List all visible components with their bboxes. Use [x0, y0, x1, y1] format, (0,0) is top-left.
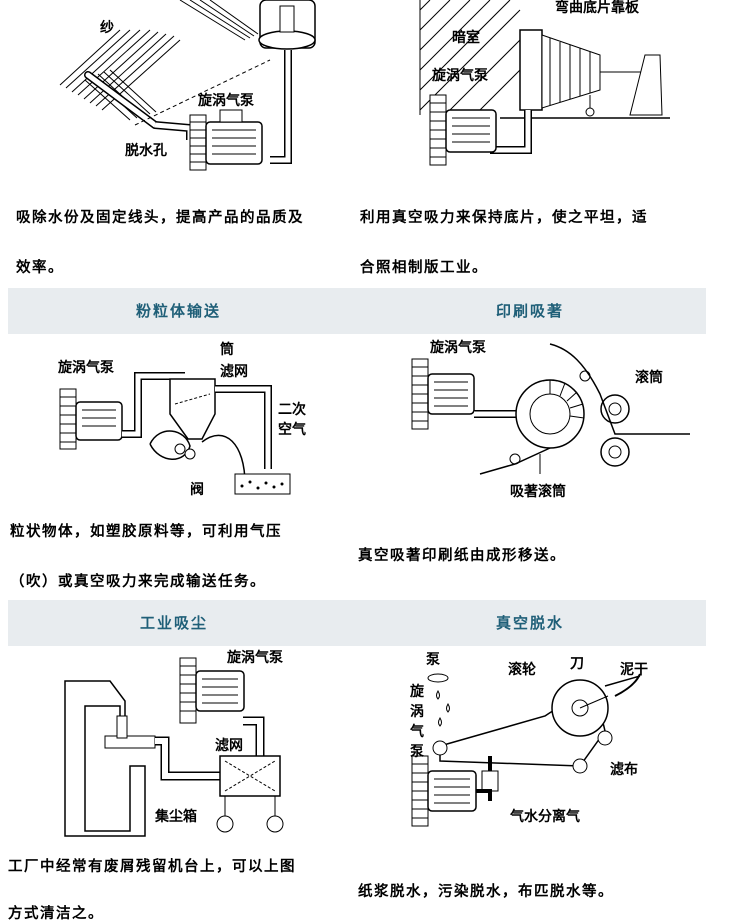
label-roller: 滚筒 — [635, 369, 663, 386]
label-pump-vertical-1: 旋 — [409, 683, 425, 700]
dust-text-line1: 工厂中经常有废屑残留机台上，可以上图 — [8, 859, 296, 875]
label-secondary-air-1: 二次 — [278, 401, 306, 418]
label-tube: 筒 — [220, 341, 234, 358]
print-text-line1: 真空吸著印刷纸由成形移送。 — [358, 548, 566, 564]
vortex-pump-icon — [59, 388, 123, 450]
label-valve: 阀 — [190, 481, 204, 498]
label-pump: 旋涡气泵 — [226, 649, 283, 666]
label-pump: 旋涡气泵 — [197, 92, 254, 109]
label-roller: 滚轮 — [508, 661, 536, 678]
powder-text-line1: 粒状物体，如塑胶原料等，可利用气压 — [10, 524, 282, 540]
label-pump: 旋涡气泵 — [429, 339, 486, 356]
label-pump-vertical-4: 泵 — [410, 744, 424, 760]
label-filter: 滤网 — [220, 363, 248, 380]
label-curved-film-board: 弯曲底片靠板 — [555, 0, 640, 16]
label-pump-vertical-3: 气 — [409, 723, 424, 740]
label-mud: 泥干 — [620, 661, 648, 678]
label-pump-top: 泵 — [426, 652, 440, 668]
section-title-print-suction: 印刷吸著 — [496, 302, 565, 320]
powder-text-line2: （吹）或真空吸力来完成输送任务。 — [10, 574, 266, 590]
diagram-industrial-dust: 旋涡气泵 滤网 集尘箱 — [64, 649, 284, 837]
diagram-print-suction: 旋涡气泵 滚筒 吸著滚筒 — [411, 339, 690, 500]
label-knife: 刀 — [570, 656, 584, 672]
label-cloth: 滤布 — [610, 761, 638, 778]
panel1-text-line1: 吸除水份及固定线头，提高产品的品质及 — [16, 210, 304, 226]
section-title-vacuum-dewatering: 真空脱水 — [496, 614, 565, 632]
label-darkroom: 暗室 — [452, 29, 480, 46]
label-pump: 旋涡气泵 — [57, 359, 114, 376]
section-title-powder-conveying: 粉粒体输送 — [136, 302, 222, 320]
diagram-film-holder: 弯曲底片靠板 暗室 旋涡气泵 — [419, 0, 670, 166]
vortex-pump-icon — [179, 657, 245, 724]
panel2-text-line2: 合照相制版工业。 — [360, 260, 488, 276]
diagram-yarn-dewatering: 纱 旋涡气泵 脱水孔 — [59, 0, 316, 171]
label-pump: 旋涡气泵 — [431, 67, 488, 84]
vortex-pump-icon — [189, 109, 263, 171]
section-header-band: 粉粒体输送 印刷吸著 — [8, 288, 706, 334]
panel1-text-line2: 效率。 — [16, 260, 64, 276]
vortex-pump-icon — [411, 755, 477, 827]
diagram-powder-conveying: 旋涡气泵 筒 滤网 二次 空气 阀 — [57, 341, 306, 498]
label-suction-roller: 吸著滚筒 — [510, 483, 566, 500]
vortex-pump-icon — [429, 94, 497, 166]
label-dewater-hole: 脱水孔 — [125, 142, 167, 159]
panel2-text-line1: 利用真空吸力来保持底片，使之平坦，适 — [360, 210, 648, 226]
label-yarn: 纱 — [100, 20, 114, 36]
dust-text-line2: 方式清洁之。 — [8, 906, 104, 922]
label-secondary-air-2: 空气 — [278, 421, 306, 438]
label-separator: 气水分离气 — [509, 808, 580, 825]
dewater-text-line1: 纸浆脱水，污染脱水，布匹脱水等。 — [358, 884, 614, 900]
label-dust-box: 集尘箱 — [154, 808, 197, 825]
section-title-industrial-dust: 工业吸尘 — [140, 614, 209, 632]
label-pump-vertical-2: 涡 — [410, 704, 424, 720]
section-header-band: 工业吸尘 真空脱水 — [8, 600, 706, 646]
diagram-vacuum-dewatering: 泵 旋 涡 气 泵 滚轮 刀 泥干 滤布 气水分离气 — [409, 652, 648, 827]
label-filter: 滤网 — [215, 737, 243, 754]
vortex-pump-icon — [411, 358, 475, 430]
